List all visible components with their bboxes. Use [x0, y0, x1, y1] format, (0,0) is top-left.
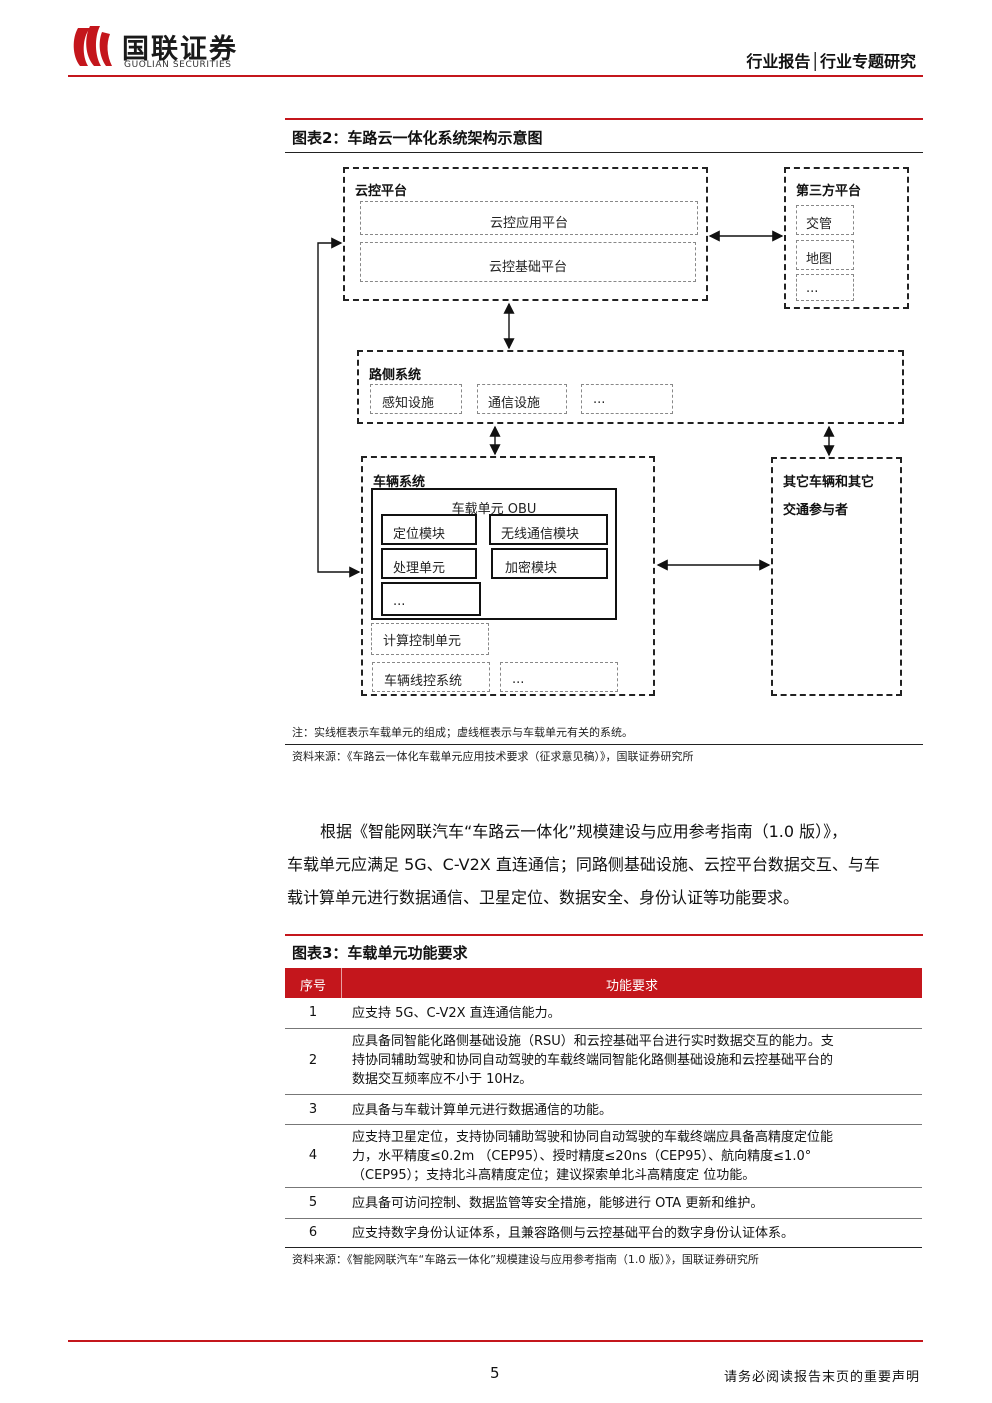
table-header-divider	[341, 968, 342, 998]
obu-more-box	[381, 582, 481, 616]
figure2-title: 图表2：车路云一体化系统架构示意图	[292, 129, 543, 147]
company-logo: 国联证券 GUOLIAN SECURITIES	[68, 22, 258, 72]
third-item-map: 地图	[806, 252, 833, 267]
wire-control: 车辆线控系统	[384, 674, 463, 689]
third-item-traffic-box	[796, 205, 854, 235]
table-cell-seq: 4	[308, 1148, 318, 1163]
table-cell-seq: 1	[308, 1005, 318, 1020]
logo-name-en: GUOLIAN SECURITIES	[124, 60, 232, 70]
vehicle-system-title: 车辆系统	[373, 475, 426, 490]
table-row: 4 应支持卫星定位，支持协同辅助驾驶和协同自动驾驶的车载终端应具备高精度定位能 …	[285, 1125, 922, 1188]
third-item-traffic: 交管	[806, 217, 833, 232]
table-row: 3 应具备与车载计算单元进行数据通信的功能。	[285, 1095, 922, 1125]
roadside-sensing-box	[370, 384, 462, 414]
paragraph-line-3: 载计算单元进行数据通信、卫星定位、数据安全、身份认证等功能要求。	[287, 888, 800, 907]
footer-divider	[68, 1340, 923, 1342]
compute-unit-box	[371, 623, 489, 655]
table-cell-req: 应具备同智能化路侧基础设施（RSU）和云控基础平台进行实时数据交互的能力。支 持…	[352, 1032, 917, 1089]
table-cell-req: 应具备与车载计算单元进行数据通信的功能。	[352, 1101, 917, 1120]
table-cell-line: （CEP95）；支持北斗高精度定位；建议探索单北斗高精度定 位功能。	[352, 1168, 756, 1183]
page-number: 5	[490, 1364, 500, 1382]
cloud-base-label: 云控基础平台	[488, 260, 567, 275]
figure2-note: 注：实线框表示车载单元的组成；虚线框表示与车载单元有关的系统。	[292, 726, 633, 739]
table-cell-req: 应支持数字身份认证体系，且兼容路侧与云控基础平台的数字身份认证体系。	[352, 1224, 917, 1243]
figure2-source: 资料来源：《车路云一体化车载单元应用技术要求（征求意见稿）》，国联证券研究所	[292, 750, 694, 763]
vehicle-system-box	[361, 456, 655, 696]
cloud-base-box	[360, 242, 696, 282]
footer-disclaimer: 请务必阅读报告末页的重要声明	[723, 1370, 920, 1385]
compute-unit: 计算控制单元	[383, 634, 462, 649]
table-header: 序号 功能要求	[285, 968, 922, 998]
table-cell-req: 应具备可访问控制、数据监管等安全措施，能够进行 OTA 更新和维护。	[352, 1194, 917, 1213]
cloud-platform-title: 云控平台	[355, 184, 408, 199]
other-participants-line2: 交通参与者	[783, 503, 849, 518]
table-cell-line: 应具备同智能化路侧基础设施（RSU）和云控基础平台进行实时数据交互的能力。支	[352, 1034, 834, 1049]
third-item-more: ...	[806, 281, 819, 296]
obu-title: 车载单元 OBU	[451, 502, 537, 517]
table-cell-seq: 2	[308, 1053, 318, 1068]
other-participants-box	[771, 457, 902, 696]
roadside-system-title: 路侧系统	[369, 368, 422, 383]
table-cell-line: 应具备可访问控制、数据监管等安全措施，能够进行 OTA 更新和维护。	[352, 1196, 764, 1211]
third-party-box	[784, 167, 909, 309]
wire-more-box	[500, 662, 618, 692]
table-row: 1 应支持 5G、C-V2X 直连通信能力。	[285, 998, 922, 1029]
table-header-seq: 序号	[299, 979, 326, 994]
figure3-source: 资料来源：《智能网联汽车“车路云一体化”规模建设与应用参考指南（1.0 版）》，…	[292, 1253, 759, 1266]
paragraph-line-2: 车载单元应满足 5G、C-V2X 直连通信；同路侧基础设施、云控平台数据交互、与…	[287, 855, 880, 874]
cloud-app-box	[360, 201, 698, 235]
table-cell-line: 应支持 5G、C-V2X 直连通信能力。	[352, 1006, 561, 1021]
table-cell-line: 数据交互频率应不小于 10Hz。	[352, 1072, 533, 1087]
logo-name-cn: 国联证券	[122, 34, 238, 65]
obu-encryption-box	[491, 548, 608, 579]
roadside-sensing: 感知设施	[382, 396, 435, 411]
paragraph-line-1: 根据《智能网联汽车“车路云一体化”规模建设与应用参考指南（1.0 版）》，	[320, 822, 848, 841]
third-item-more-box	[796, 274, 854, 301]
figure2-top-rule	[285, 118, 923, 120]
third-item-map-box	[796, 240, 854, 270]
cloud-app-label: 云控应用平台	[489, 216, 568, 231]
table-header-req: 功能要求	[605, 979, 658, 994]
figure2-title-rule	[285, 152, 923, 153]
wire-more: ...	[512, 672, 525, 687]
table-row: 5 应具备可访问控制、数据监管等安全措施，能够进行 OTA 更新和维护。	[285, 1188, 922, 1219]
figure3-top-rule	[285, 934, 923, 936]
obu-wireless: 无线通信模块	[501, 527, 580, 542]
obu-box	[371, 488, 617, 620]
report-type-label: 行业报告│行业专题研究	[746, 52, 916, 71]
obu-more: ...	[393, 594, 406, 609]
logo-mark-icon	[73, 26, 112, 66]
table-cell-req: 应支持 5G、C-V2X 直连通信能力。	[352, 1004, 917, 1023]
wire-control-box	[372, 662, 490, 692]
table-cell-seq: 6	[308, 1225, 318, 1240]
table-cell-seq: 3	[308, 1102, 318, 1117]
other-participants-line1: 其它车辆和其它	[783, 475, 875, 490]
roadside-comm: 通信设施	[488, 396, 541, 411]
roadside-more: ...	[593, 392, 606, 407]
obu-processing: 处理单元	[393, 561, 446, 576]
obu-positioning-box	[381, 514, 477, 545]
cloud-platform-box	[343, 167, 708, 301]
table-cell-req: 应支持卫星定位，支持协同辅助驾驶和协同自动驾驶的车载终端应具备高精度定位能 力，…	[352, 1128, 917, 1185]
table-cell-line: 应具备与车载计算单元进行数据通信的功能。	[352, 1103, 613, 1118]
figure3-title: 图表3：车载单元功能要求	[292, 944, 468, 962]
figure2-bottom-rule	[285, 744, 923, 745]
table-cell-line: 应支持卫星定位，支持协同辅助驾驶和协同自动驾驶的车载终端应具备高精度定位能	[352, 1130, 834, 1145]
header-divider	[68, 75, 923, 77]
third-party-title: 第三方平台	[796, 184, 862, 199]
table-cell-line: 持协同辅助驾驶和协同自动驾驶的车载终端同智能化路侧基础设施和云控基础平台的	[352, 1053, 834, 1068]
table-cell-line: 应支持数字身份认证体系，且兼容路侧与云控基础平台的数字身份认证体系。	[352, 1226, 795, 1241]
obu-encryption: 加密模块	[505, 561, 558, 576]
obu-wireless-box	[489, 514, 608, 545]
roadside-more-box	[581, 384, 673, 414]
table-cell-seq: 5	[308, 1195, 318, 1210]
obu-processing-box	[381, 548, 477, 579]
table-cell-line: 力，水平精度≤0.2m （CEP95）、授时精度≤20ns（CEP95）、航向精…	[352, 1149, 812, 1164]
table-row: 2 应具备同智能化路侧基础设施（RSU）和云控基础平台进行实时数据交互的能力。支…	[285, 1029, 922, 1095]
roadside-comm-box	[477, 384, 567, 414]
obu-positioning: 定位模块	[393, 527, 446, 542]
table-row: 6 应支持数字身份认证体系，且兼容路侧与云控基础平台的数字身份认证体系。	[285, 1219, 922, 1248]
